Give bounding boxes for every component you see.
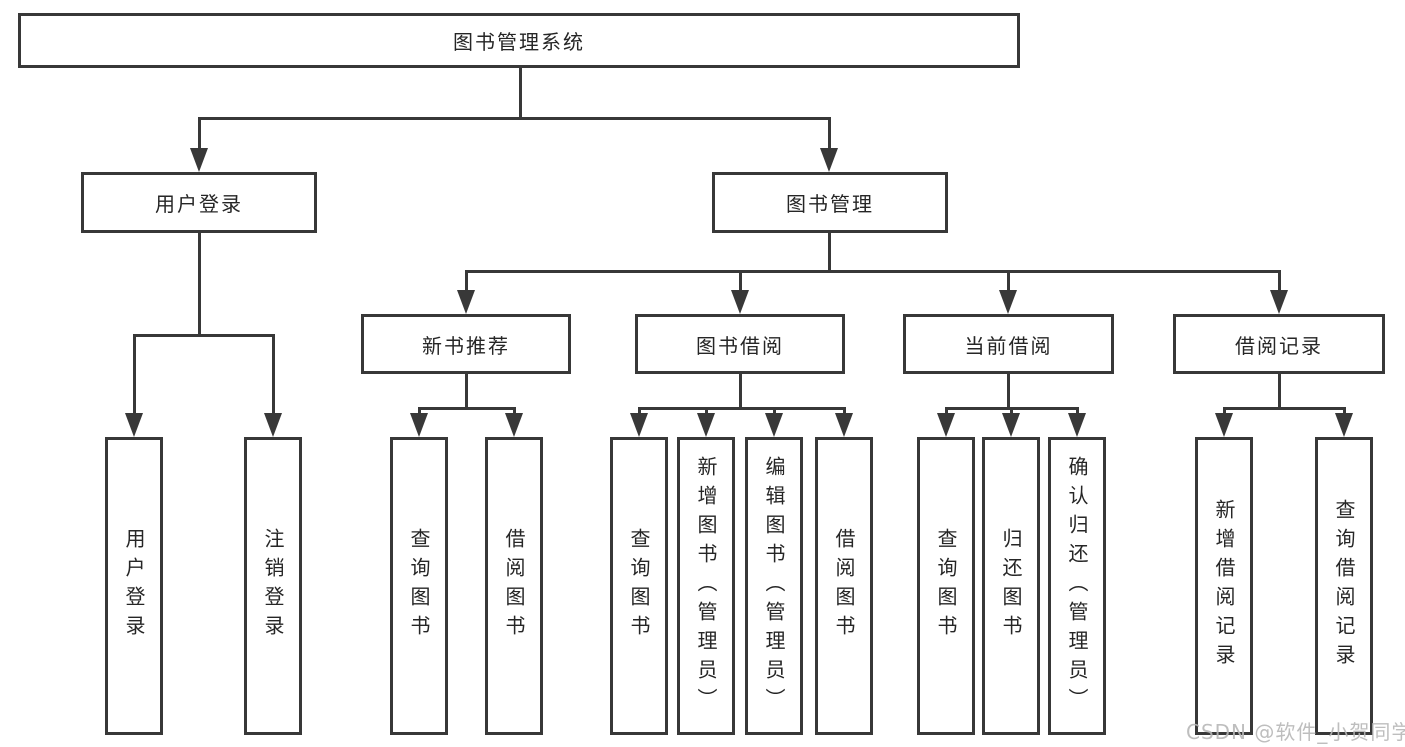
leaf-borrow-add-books-admin: 新增图书（管理员） xyxy=(677,437,735,735)
leaf-records-add-record: 新增借阅记录 xyxy=(1195,437,1253,735)
connector-line xyxy=(1278,270,1281,292)
node-book-management-label: 图书管理 xyxy=(786,192,874,216)
connector-line xyxy=(638,407,846,410)
leaf-newbook-borrow-books-label: 借阅图书 xyxy=(502,528,526,644)
arrow-down-icon xyxy=(410,413,428,437)
leaf-current-query-books-label: 查询图书 xyxy=(934,528,958,644)
connector-line xyxy=(198,117,201,152)
connector-line xyxy=(198,233,201,337)
node-new-book-recommend-label: 新书推荐 xyxy=(422,333,510,358)
arrow-down-icon xyxy=(999,290,1017,314)
node-book-management: 图书管理 xyxy=(712,172,948,233)
connector-line xyxy=(1076,407,1079,417)
leaf-user-login-label: 用户登录 xyxy=(122,528,146,644)
connector-line xyxy=(198,117,831,120)
node-new-book-recommend: 新书推荐 xyxy=(361,314,571,374)
node-user-login: 用户登录 xyxy=(81,172,317,233)
leaf-borrow-borrow-books-label: 借阅图书 xyxy=(832,528,856,644)
leaf-borrow-edit-books-admin: 编辑图书（管理员） xyxy=(745,437,803,735)
connector-line xyxy=(465,374,468,410)
connector-line xyxy=(739,270,742,292)
root-node-label: 图书管理系统 xyxy=(453,30,585,54)
node-current-borrow: 当前借阅 xyxy=(903,314,1114,374)
leaf-logout-label: 注销登录 xyxy=(261,528,285,644)
connector-line xyxy=(739,374,742,410)
connector-line xyxy=(519,67,522,119)
arrow-down-icon xyxy=(731,290,749,314)
connector-line xyxy=(465,270,468,292)
leaf-borrow-edit-books-admin-label: 编辑图书（管理员） xyxy=(762,455,786,717)
connector-line xyxy=(705,407,708,417)
leaf-records-query-record: 查询借阅记录 xyxy=(1315,437,1373,735)
arrow-down-icon xyxy=(697,413,715,437)
arrow-down-icon xyxy=(457,290,475,314)
node-borrow-records: 借阅记录 xyxy=(1173,314,1385,374)
connector-line xyxy=(418,407,421,417)
connector-line xyxy=(418,407,516,410)
leaf-borrow-query-books-label: 查询图书 xyxy=(627,528,651,644)
connector-line xyxy=(843,407,846,417)
leaf-borrow-add-books-admin-label: 新增图书（管理员） xyxy=(694,455,718,717)
leaf-logout: 注销登录 xyxy=(244,437,302,735)
arrow-down-icon xyxy=(835,413,853,437)
connector-line xyxy=(1007,374,1010,410)
csdn-watermark: CSDN @软件_小贺同学 xyxy=(1186,720,1405,744)
arrow-down-icon xyxy=(190,148,208,172)
arrow-down-icon xyxy=(1270,290,1288,314)
connector-line xyxy=(1010,407,1013,417)
connector-line xyxy=(133,334,136,416)
arrow-down-icon xyxy=(505,413,523,437)
connector-line xyxy=(1223,407,1346,410)
leaf-current-query-books: 查询图书 xyxy=(917,437,975,735)
connector-line xyxy=(828,233,831,273)
connector-line xyxy=(513,407,516,417)
connector-line xyxy=(945,407,948,417)
connector-line xyxy=(133,334,275,337)
leaf-newbook-query-books: 查询图书 xyxy=(390,437,448,735)
leaf-borrow-query-books: 查询图书 xyxy=(610,437,668,735)
leaf-current-confirm-return-admin: 确认归还（管理员） xyxy=(1048,437,1106,735)
leaf-current-confirm-return-admin-label: 确认归还（管理员） xyxy=(1065,455,1089,717)
node-user-login-label: 用户登录 xyxy=(155,192,243,216)
connector-line xyxy=(1223,407,1226,417)
connector-line xyxy=(1007,270,1010,292)
connector-line xyxy=(638,407,641,417)
leaf-records-add-record-label: 新增借阅记录 xyxy=(1212,499,1236,673)
connector-line xyxy=(465,270,1281,273)
node-book-borrow: 图书借阅 xyxy=(635,314,845,374)
arrow-down-icon xyxy=(1335,413,1353,437)
connector-line xyxy=(1278,374,1281,410)
arrow-down-icon xyxy=(264,413,282,437)
node-borrow-records-label: 借阅记录 xyxy=(1235,333,1323,358)
arrow-down-icon xyxy=(937,413,955,437)
node-current-borrow-label: 当前借阅 xyxy=(964,333,1053,358)
connector-line xyxy=(828,117,831,152)
leaf-newbook-borrow-books: 借阅图书 xyxy=(485,437,543,735)
connector-line xyxy=(1343,407,1346,417)
arrow-down-icon xyxy=(1068,413,1086,437)
connector-line xyxy=(272,334,275,416)
leaf-user-login: 用户登录 xyxy=(105,437,163,735)
arrow-down-icon xyxy=(820,148,838,172)
leaf-current-return-books-label: 归还图书 xyxy=(999,528,1023,644)
root-node-library-system: 图书管理系统 xyxy=(18,13,1020,68)
arrow-down-icon xyxy=(1215,413,1233,437)
leaf-borrow-borrow-books: 借阅图书 xyxy=(815,437,873,735)
arrow-down-icon xyxy=(765,413,783,437)
arrow-down-icon xyxy=(125,413,143,437)
arrow-down-icon xyxy=(630,413,648,437)
leaf-records-query-record-label: 查询借阅记录 xyxy=(1332,499,1356,673)
leaf-current-return-books: 归还图书 xyxy=(982,437,1040,735)
arrow-down-icon xyxy=(1002,413,1020,437)
node-book-borrow-label: 图书借阅 xyxy=(696,333,784,358)
connector-line xyxy=(773,407,776,417)
leaf-newbook-query-books-label: 查询图书 xyxy=(407,528,431,644)
